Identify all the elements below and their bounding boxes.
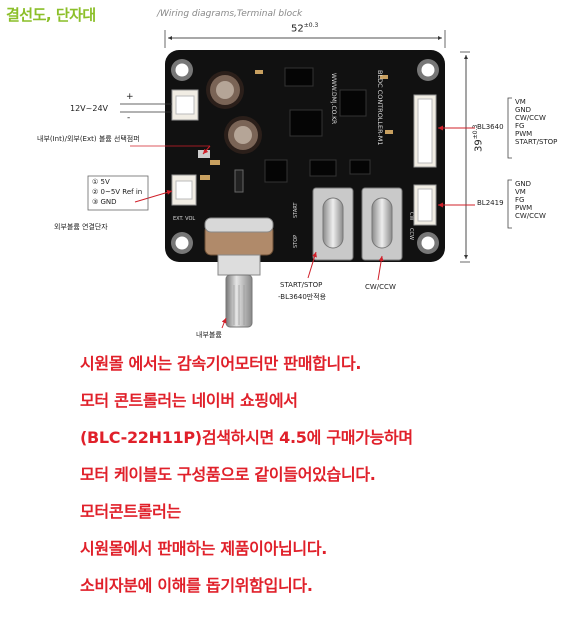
board-start-text: START [293,202,299,218]
bl2419-pin: PWM [515,204,533,212]
width-tolerance: ±0.3 [303,22,319,29]
width-dimension-label: 52±0.3 [291,22,318,34]
volume-select-label: 내부(Int)/외부(Ext) 볼륨 선택점퍼 [37,135,140,143]
wiring-diagram: WWW.DMJ.CO.KR BLDC CONTROLLER-M1 EXT. VO… [87,30,512,329]
board-model-text: BLDC CONTROLLER-M1 [376,70,384,146]
bl3640-pin: START/STOP [515,138,558,146]
notice-line: (BLC-22H11P)검색하시면 4.5에 구매가능하며 [80,428,413,447]
int-volume-label: 내부볼륨 [196,331,222,339]
power-plus: + [126,92,134,102]
notice-line: 모터 케이블도 구성품으로 같이들어있습니다. [80,465,376,484]
bl3640-pin: FG [515,122,525,130]
section-title: 결선도, 단자대 [6,6,96,24]
height-value: 39 [473,139,485,152]
notice-line: 시원몰에서 판매하는 제품이아닙니다. [80,539,328,558]
bl3640-label: BL3640 [477,123,504,131]
ext-pin-1: ① 5V [92,178,110,186]
power-minus: - [127,113,131,123]
board-stop-text: STOP [293,235,299,248]
start-stop-label: START/STOP [280,281,323,289]
bl3640-pin: VM [515,98,526,106]
ext-volume-label: 외부볼륨 연결단자 [54,223,108,231]
pin-brackets [507,97,512,229]
bl2419-label: BL2419 [477,199,504,207]
notice-line: 모터 콘트롤러는 네이버 쇼핑에서 [80,391,298,410]
height-dimension [460,51,470,263]
notice-line: 시원몰 에서는 감속기어모터만 판매합니다. [80,354,362,373]
ext-pin-2: ② 0~5V Ref in [92,188,143,196]
bl2419-pin-list: GND VM FG PWM CW/CCW [515,180,546,220]
notice-line: 모터콘트롤러는 [80,502,181,521]
board-url-text: WWW.DMJ.CO.KR [330,73,337,124]
cw-ccw-label: CW/CCW [365,283,396,291]
bl3640-pin: GND [515,106,532,114]
power-label: 12V~24V [70,104,109,113]
ext-pin-box [87,175,149,211]
bl2419-pin: FG [515,196,525,204]
width-value: 52 [291,23,304,35]
bl3640-pin: PWM [515,130,533,138]
bl2419-pin: VM [515,188,526,196]
callout-arrows [130,125,475,329]
width-dimension [164,30,446,48]
start-stop-note: -BL3640만적용 [278,293,327,301]
board-ccw-text: CCW [408,228,414,240]
power-wires [120,103,172,113]
notice-line: 소비자분에 이해를 돕기위함입니다. [80,576,313,595]
bl3640-pin: CW/CCW [515,114,546,122]
board-ext-vol-text: EXT. VOL [173,216,195,222]
bl3640-pin-list: VM GND CW/CCW FG PWM START/STOP [515,98,557,146]
bl2419-pin: CW/CCW [515,212,546,220]
board-cw-text: CW [408,212,414,220]
pcb-board: WWW.DMJ.CO.KR BLDC CONTROLLER-M1 EXT. VO… [165,50,445,328]
ext-pin-3: ③ GND [92,198,117,206]
bl2419-pin: GND [515,180,532,188]
section-subtitle: /Wiring diagrams,Terminal block [157,9,303,19]
